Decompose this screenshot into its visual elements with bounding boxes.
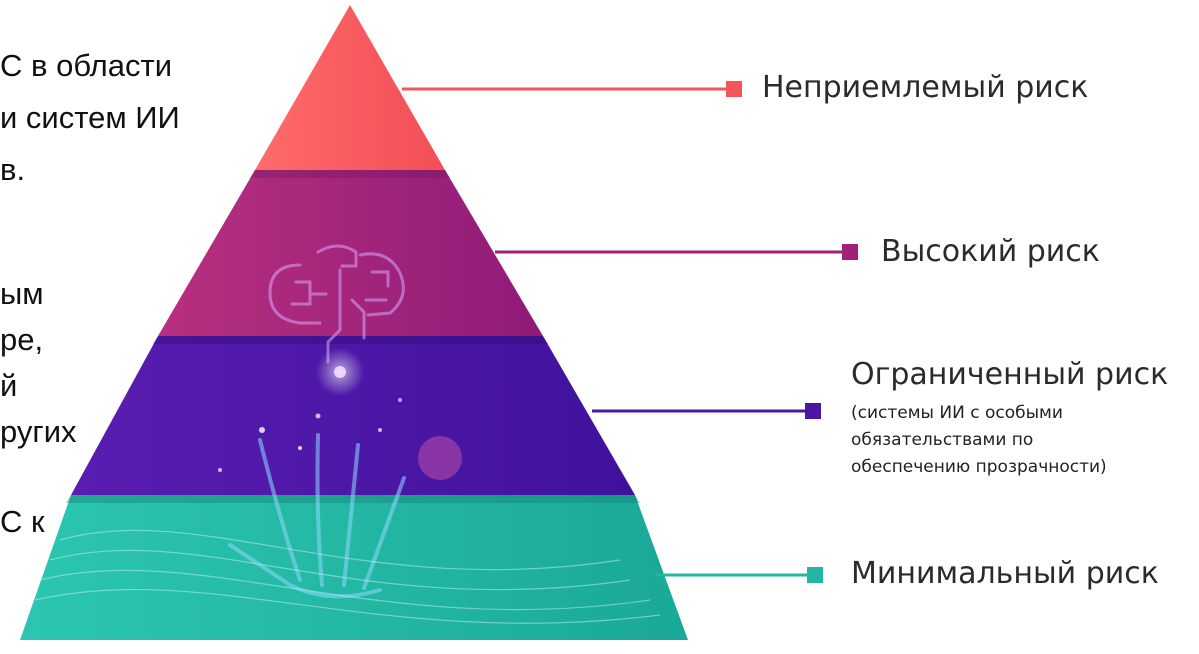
marker-square <box>807 567 823 583</box>
connector-high <box>495 244 858 260</box>
label-limited-risk-note-2: обязательствами по <box>851 427 1033 454</box>
marker-square <box>842 244 858 260</box>
band-shadow <box>250 170 450 178</box>
sparkle-dot <box>298 446 302 450</box>
label-limited-risk: Ограниченный риск <box>851 357 1168 392</box>
marker-square <box>805 403 821 419</box>
connector-unacceptable <box>402 81 742 97</box>
marker-square <box>726 81 742 97</box>
sparkle-dot <box>398 398 402 402</box>
glow-halo <box>316 348 364 396</box>
label-high-risk: Высокий риск <box>881 234 1100 269</box>
sparkle-dot <box>218 468 222 472</box>
sparkle-dot <box>378 428 382 432</box>
connector-limited <box>592 403 821 419</box>
label-minimal-risk: Минимальный риск <box>851 556 1159 591</box>
label-limited-risk-note-3: обеспечению прозрачности) <box>851 454 1107 481</box>
sparkle-dot <box>259 427 265 433</box>
pyramid-tier-minimal <box>20 495 688 640</box>
band-shadow <box>153 336 548 344</box>
pyramid-tier-high <box>158 170 543 336</box>
connector-minimal <box>655 567 823 583</box>
label-limited-risk-note-1: (системы ИИ с особыми <box>851 400 1063 427</box>
label-unacceptable-risk: Неприемлемый риск <box>762 70 1088 105</box>
bokeh-dot <box>418 436 462 480</box>
sparkle-dot <box>316 414 321 419</box>
